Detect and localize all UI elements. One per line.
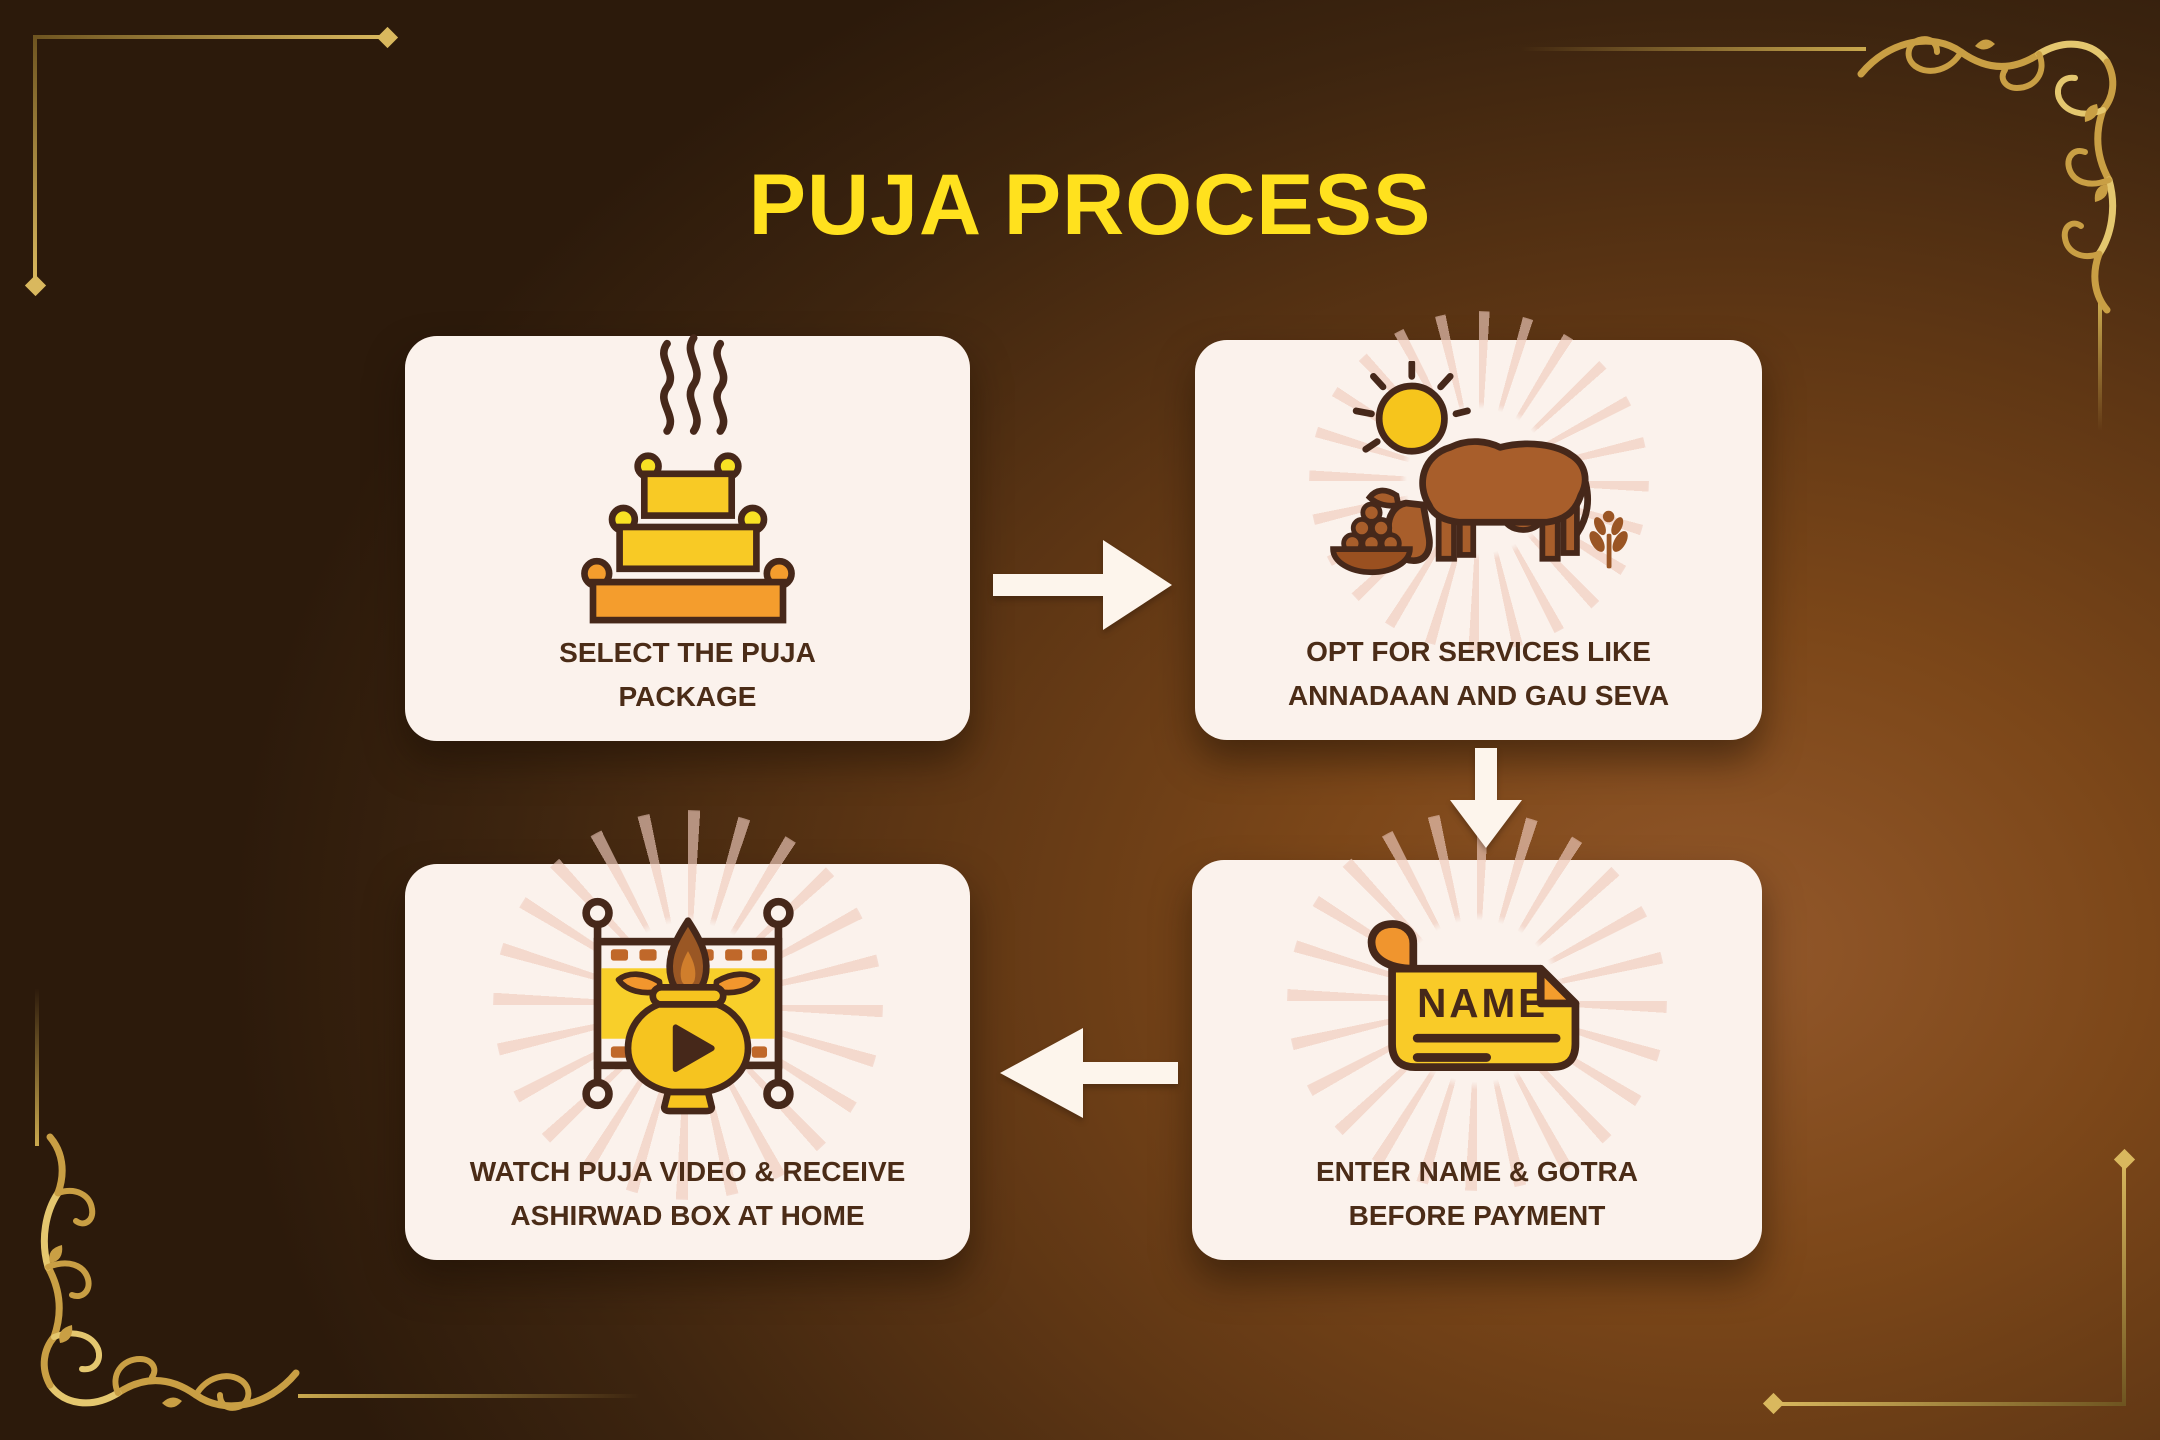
corner-diamond-top-left-v [24, 274, 47, 297]
arrow-down-icon [1450, 748, 1522, 848]
bottom-left-border-line-horizontal [298, 1394, 640, 1398]
puja-thali-icon [580, 334, 795, 624]
step-card-enter-name-gotra: NAME ENTER NAME & GOTRA BEFORE PAYMENT [1192, 811, 1762, 1260]
caption-line: PACKAGE [618, 681, 757, 712]
step1-icon-zone [405, 334, 970, 624]
page-title: PUJA PROCESS [748, 157, 1432, 253]
caption-line: ENTER NAME & GOTRA [1316, 1156, 1638, 1187]
step3-icon-zone: NAME [1192, 860, 1762, 1142]
scroll-lines [1412, 1033, 1561, 1062]
kalash-video-icon [581, 897, 794, 1114]
top-right-border-line-vertical [2098, 303, 2102, 431]
step4-icon-zone [405, 864, 970, 1142]
arrow-left-icon [1000, 1028, 1178, 1118]
step4-caption: WATCH PUJA VIDEO & RECEIVE ASHIRWAD BOX … [405, 1150, 970, 1238]
caption-line: ANNADAAN AND GAU SEVA [1287, 680, 1670, 711]
step-card-watch-video-ashirwad: WATCH PUJA VIDEO & RECEIVE ASHIRWAD BOX … [405, 810, 970, 1260]
wheat-sprig [1588, 510, 1628, 569]
step3-caption: ENTER NAME & GOTRA BEFORE PAYMENT [1192, 1150, 1762, 1238]
kalash-pot [615, 916, 760, 1114]
pot-foot [660, 1088, 715, 1114]
name-scroll-icon: NAME [1367, 919, 1580, 1071]
arrow-right-icon [993, 540, 1172, 630]
caption-line: BEFORE PAYMENT [1348, 1200, 1606, 1231]
scroll-curl [1367, 919, 1418, 973]
sun [1352, 361, 1471, 455]
corner-line-bottom-right-vertical [2122, 1158, 2126, 1406]
corner-ornament-top-right-icon [1857, 36, 2117, 314]
corner-diamond-bottom-right-v [2113, 1148, 2136, 1171]
corner-line-top-left-horizontal [33, 35, 385, 39]
cow-grazing-icon [1329, 361, 1628, 576]
corner-diamond-bottom-right-h [1762, 1392, 1785, 1415]
corner-line-bottom-right-horizontal [1772, 1402, 2124, 1406]
corner-ornament-bottom-left-icon [40, 1133, 300, 1411]
corner-diamond-top-left-h [376, 26, 399, 49]
step1-caption: SELECT THE PUJA PACKAGE [405, 631, 970, 719]
bottom-left-border-line-vertical [35, 988, 39, 1146]
corner-line-top-left-vertical [33, 35, 37, 285]
step2-icon-zone [1195, 340, 1762, 622]
tiered-stand [580, 452, 795, 624]
caption-line: SELECT THE PUJA [559, 637, 816, 668]
play-button-icon [672, 1023, 715, 1072]
steam-lines [659, 334, 727, 435]
laddu-bowl [1329, 501, 1413, 576]
step-card-select-package: SELECT THE PUJA PACKAGE [405, 334, 970, 741]
name-label: NAME [1417, 979, 1548, 1025]
cow-body [1365, 438, 1591, 565]
top-right-border-line-horizontal [1520, 47, 1866, 51]
folded-corner [1536, 964, 1580, 1007]
caption-line: WATCH PUJA VIDEO & RECEIVE [469, 1156, 906, 1187]
step2-caption: OPT FOR SERVICES LIKE ANNADAAN AND GAU S… [1195, 630, 1762, 718]
step-card-annadaan-gauseva: OPT FOR SERVICES LIKE ANNADAAN AND GAU S… [1195, 311, 1762, 740]
caption-line: OPT FOR SERVICES LIKE [1306, 636, 1651, 667]
caption-line: ASHIRWAD BOX AT HOME [510, 1200, 865, 1231]
